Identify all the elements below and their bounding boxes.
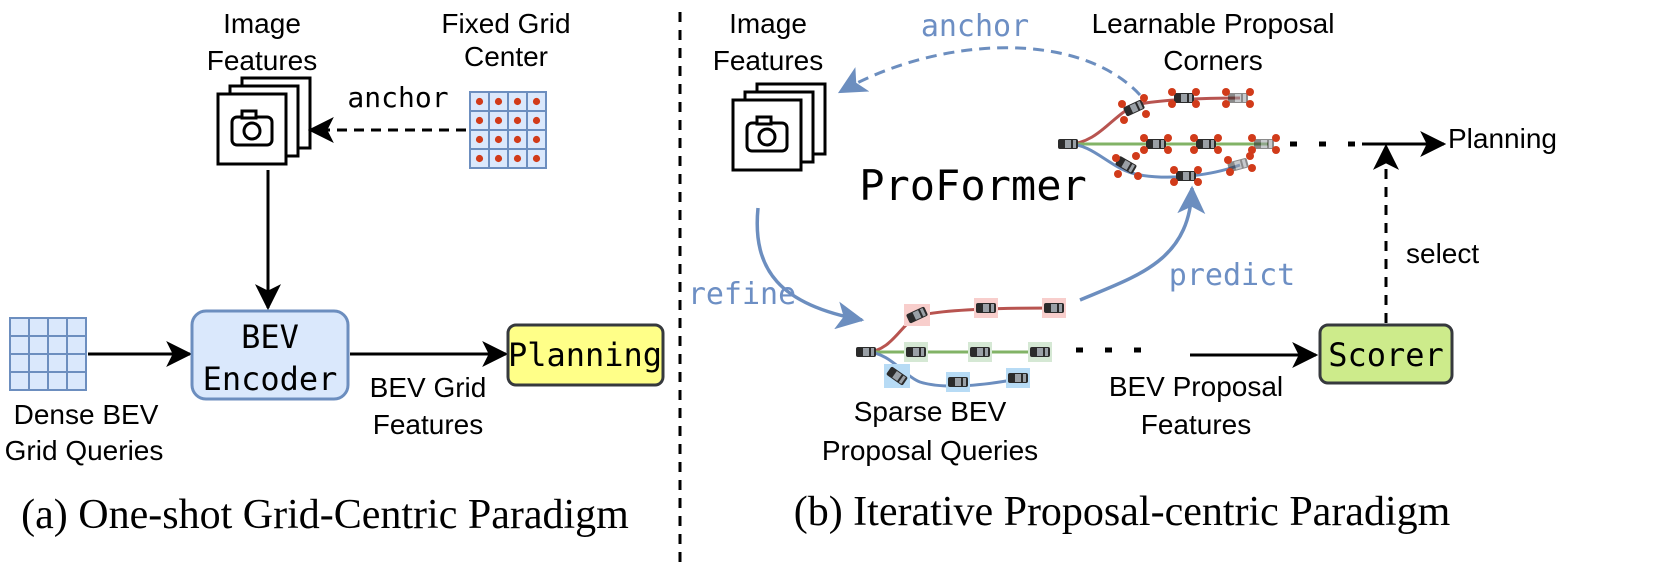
- camera-icon: [731, 82, 827, 172]
- dense-grid-icon: [9, 317, 87, 391]
- grid-features-label-line2: Features: [373, 409, 484, 440]
- car-icon: [1146, 139, 1166, 149]
- select-label: select: [1406, 238, 1479, 269]
- car-icon: [1030, 347, 1050, 357]
- image-features-label-b-line1: Image: [729, 8, 807, 39]
- anchor-label-a: anchor: [347, 81, 448, 114]
- learnable-proposals: [1058, 88, 1280, 186]
- image-features-label-b-line2: Features: [713, 45, 824, 76]
- car-icon: [1254, 139, 1274, 149]
- proformer-title: ProFormer: [859, 161, 1087, 210]
- car-icon: [976, 303, 996, 313]
- predict-label: predict: [1169, 258, 1295, 293]
- car-icon: [906, 347, 926, 357]
- refine-label: refine: [688, 277, 796, 312]
- sparse-path-blue: [865, 350, 1019, 388]
- sparse-path-red: [865, 306, 1055, 354]
- image-features-label-a-line2: Features: [207, 45, 318, 76]
- sparse-queries-label-line2: Proposal Queries: [822, 435, 1038, 466]
- fixed-grid-label-line1: Fixed Grid: [441, 8, 570, 39]
- camera-icon: [216, 76, 312, 166]
- image-features-label-a-line1: Image: [223, 8, 301, 39]
- panel-a: Image Features Fixed Grid Center anchor: [5, 8, 665, 538]
- car-icon: [1174, 93, 1194, 103]
- car-icon: [1196, 139, 1216, 149]
- predict-arrow: [1079, 185, 1206, 302]
- anchor-label-b: anchor: [921, 9, 1029, 44]
- car-icon: [948, 377, 968, 387]
- scorer-label: Scorer: [1328, 336, 1444, 374]
- anchor-arrow-b: [837, 46, 1142, 97]
- dense-queries-label-line2: Grid Queries: [5, 435, 164, 466]
- car-icon: [1228, 93, 1248, 103]
- bev-encoder-label-line1: BEV: [241, 318, 299, 356]
- scorer-box: [1318, 323, 1454, 385]
- car-icon: [1008, 373, 1028, 383]
- panel-b: Image Features anchor Learnable Proposal…: [688, 8, 1557, 535]
- planning-label-a: Planning: [508, 336, 662, 374]
- car-icon: [1176, 171, 1196, 181]
- sparse-queries-label-line1: Sparse BEV: [854, 396, 1007, 427]
- car-icon: [1122, 99, 1146, 117]
- dense-queries-label-line1: Dense BEV: [14, 399, 159, 430]
- fixed-grid-icon: [469, 91, 547, 169]
- car-icon: [1044, 303, 1064, 313]
- car-icon: [1058, 139, 1078, 149]
- bev-encoder-label-line2: Encoder: [203, 360, 338, 398]
- proposal-features-label-line1: BEV Proposal: [1109, 371, 1283, 402]
- refine-arrow: [755, 207, 865, 330]
- grid-features-label-line1: BEV Grid: [370, 372, 487, 403]
- car-icon: [970, 347, 990, 357]
- corners-label-line2: Corners: [1163, 45, 1263, 76]
- proposal-features-label-line2: Features: [1141, 409, 1252, 440]
- fixed-grid-label-line2: Center: [464, 41, 548, 72]
- bev-encoder-box: [190, 309, 350, 401]
- corner-dots: [1112, 88, 1280, 186]
- caption-b: (b) Iterative Proposal-centric Paradigm: [794, 489, 1451, 535]
- car-icon: [856, 347, 876, 357]
- corners-label-line1: Learnable Proposal: [1092, 8, 1335, 39]
- sparse-proposals: [856, 298, 1066, 392]
- planning-label-b: Planning: [1448, 123, 1557, 154]
- planning-box-a: [506, 323, 665, 387]
- caption-a: (a) One-shot Grid-Centric Paradigm: [21, 492, 629, 538]
